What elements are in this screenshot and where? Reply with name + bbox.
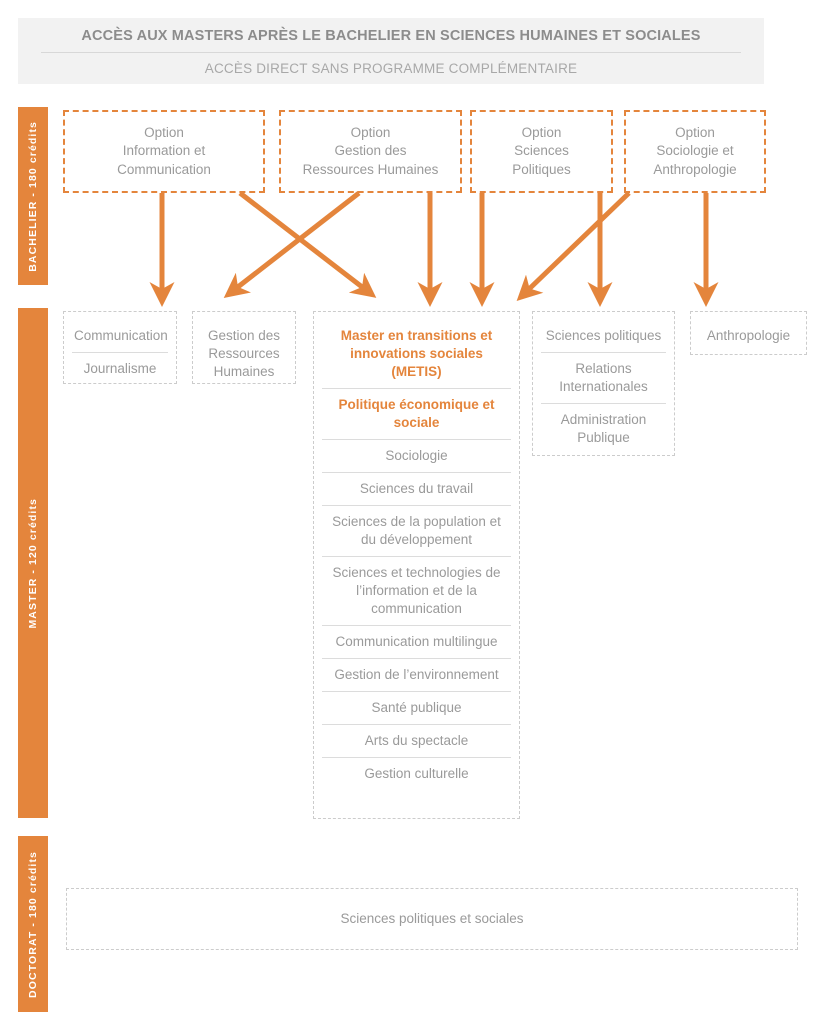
option-line-2: Information et: [122, 143, 206, 159]
master-program-metis[interactable]: Master en transitions et innovations soc…: [340, 328, 493, 379]
header-band: ACCÈS AUX MASTERS APRÈS LE BACHELIER EN …: [18, 18, 764, 84]
master-program-relations-internationales[interactable]: Relations Internationales: [541, 352, 666, 403]
option-line-1: Option: [521, 124, 562, 140]
option-line-3: Politiques: [512, 161, 571, 177]
page-title: ACCÈS AUX MASTERS APRÈS LE BACHELIER EN …: [81, 28, 701, 44]
master-group-gestion-ressources-humaines[interactable]: Gestion des Ressources Humaines: [192, 311, 296, 384]
master-program-arts-spectacle[interactable]: Arts du spectacle: [322, 724, 511, 757]
option-label: Option Sociologie et Anthropologie: [653, 124, 736, 180]
arrow-grh-to-grh-master: [223, 191, 361, 298]
option-line-3: Ressources Humaines: [302, 161, 439, 177]
level-tab-bachelier-label: BACHELIER - 180 crédits: [27, 120, 39, 272]
option-line-1: Option: [675, 124, 715, 140]
level-tab-doctorat-label: DOCTORAT - 180 crédits: [27, 850, 39, 998]
option-label: Option Sciences Politiques: [512, 124, 571, 180]
option-line-2: Gestion des: [334, 143, 407, 159]
master-program-population-developpement[interactable]: Sciences de la population et du développ…: [322, 505, 511, 556]
header-divider: [41, 52, 741, 53]
option-line-1: Option: [144, 124, 184, 140]
option-label: Option Gestion des Ressources Humaines: [303, 124, 439, 180]
master-group-communication[interactable]: Communication Journalisme: [63, 311, 177, 384]
level-tab-doctorat: DOCTORAT - 180 crédits: [18, 836, 48, 1012]
master-group-sciences-politiques[interactable]: Sciences politiques Relations Internatio…: [532, 311, 675, 456]
bachelier-option-sociologie-anthropologie[interactable]: Option Sociologie et Anthropologie: [624, 110, 766, 193]
master-program-administration-publique[interactable]: Administration Publique: [541, 403, 666, 454]
master-program-sciences-travail[interactable]: Sciences du travail: [322, 472, 511, 505]
master-program-sante-publique[interactable]: Santé publique: [322, 691, 511, 724]
doctorat-program-box[interactable]: Sciences politiques et sociales: [66, 888, 798, 950]
bachelier-option-sciences-politiques[interactable]: Option Sciences Politiques: [470, 110, 613, 193]
master-program[interactable]: Communication: [74, 328, 168, 343]
master-program[interactable]: Gestion des Ressources Humaines: [207, 328, 281, 379]
option-line-3: Anthropologie: [653, 161, 737, 177]
master-program-politique-economique[interactable]: Politique économique et sociale: [322, 388, 511, 439]
bachelier-option-gestion-ressources-humaines[interactable]: Option Gestion des Ressources Humaines: [279, 110, 462, 193]
doctorat-program-label: Sciences politiques et sociales: [340, 911, 524, 926]
master-program-sciences-politiques[interactable]: Sciences politiques: [545, 328, 662, 343]
master-group-anthropologie[interactable]: Anthropologie: [690, 311, 807, 355]
master-group-central[interactable]: Master en transitions et innovations soc…: [313, 311, 520, 819]
option-label: Option Information et Communication: [117, 124, 211, 180]
page-subtitle: ACCÈS DIRECT SANS PROGRAMME COMPLÉMENTAI…: [204, 61, 578, 76]
master-program-sociologie[interactable]: Sociologie: [322, 439, 511, 472]
arrow-info-comm-to-central: [238, 191, 377, 298]
master-program-communication-multilingue[interactable]: Communication multilingue: [322, 625, 511, 658]
master-program[interactable]: Journalisme: [72, 352, 168, 385]
option-line-1: Option: [350, 124, 391, 140]
arrow-socio-anthro-to-central: [516, 191, 631, 302]
master-program-gestion-culturelle[interactable]: Gestion culturelle: [322, 757, 511, 790]
option-line-2: Sciences: [514, 143, 569, 159]
master-program-anthropologie[interactable]: Anthropologie: [706, 328, 791, 343]
bachelier-option-information-communication[interactable]: Option Information et Communication: [63, 110, 265, 193]
option-line-2: Sociologie et: [656, 143, 734, 159]
master-program-stic[interactable]: Sciences et technologies de l’informatio…: [322, 556, 511, 625]
master-program-gestion-environnement[interactable]: Gestion de l’environnement: [322, 658, 511, 691]
option-line-3: Communication: [117, 161, 211, 177]
level-tab-master: MASTER - 120 crédits: [18, 308, 48, 818]
level-tab-bachelier: BACHELIER - 180 crédits: [18, 107, 48, 285]
level-tab-master-label: MASTER - 120 crédits: [27, 497, 39, 629]
